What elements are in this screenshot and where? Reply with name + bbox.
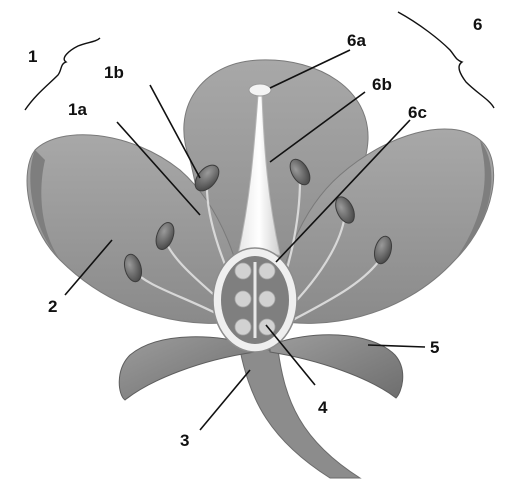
label-2: 2: [48, 297, 57, 316]
stigma: [249, 84, 271, 96]
label-1b: 1b: [104, 63, 124, 82]
ovule-5: [235, 319, 251, 335]
label-6b: 6b: [372, 75, 392, 94]
ovule-3: [235, 291, 251, 307]
label-3: 3: [180, 431, 189, 450]
label-1a: 1a: [68, 100, 87, 119]
leader-3: [200, 370, 250, 430]
ovule-1: [235, 263, 251, 279]
ovule-2: [259, 263, 275, 279]
label-5: 5: [430, 338, 439, 357]
label-6: 6: [473, 15, 482, 34]
ovule-4: [259, 291, 275, 307]
sepal-right: [270, 335, 403, 398]
label-6a: 6a: [347, 31, 366, 50]
label-1: 1: [28, 47, 37, 66]
label-6c: 6c: [408, 103, 427, 122]
label-4: 4: [318, 398, 328, 417]
